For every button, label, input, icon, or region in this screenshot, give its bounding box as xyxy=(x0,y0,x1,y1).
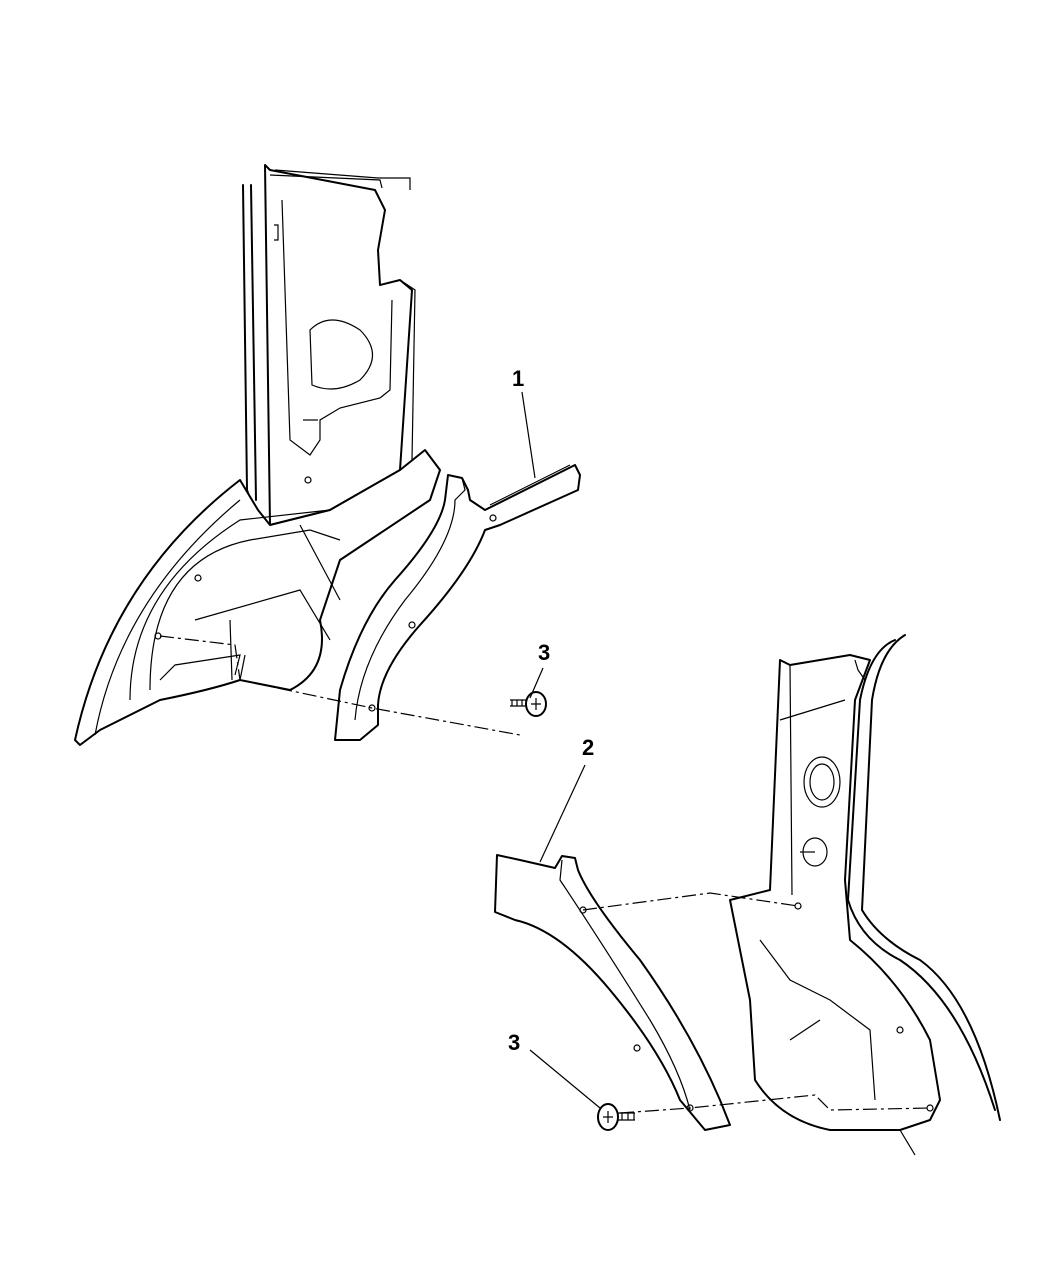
leader-line-3b xyxy=(529,1049,601,1109)
screw-icon xyxy=(510,691,547,717)
right-pillar-assembly xyxy=(729,634,1001,1156)
leader-line-3a xyxy=(529,667,544,699)
alignment-line-2 xyxy=(582,892,799,911)
callout-3b: 3 xyxy=(508,1030,521,1055)
part-1-trim-panel xyxy=(334,464,581,741)
screw-icon xyxy=(597,1103,635,1131)
left-pillar-assembly xyxy=(74,164,441,746)
alignment-line-3 xyxy=(619,1094,931,1114)
alignment-line-1 xyxy=(159,635,521,736)
part-2-trim-panel xyxy=(494,854,731,1131)
callout-1: 1 xyxy=(512,366,525,391)
callout-3a: 3 xyxy=(538,640,551,665)
leader-line-2 xyxy=(539,764,586,863)
leader-line-1 xyxy=(521,391,536,479)
callout-2: 2 xyxy=(582,735,595,760)
